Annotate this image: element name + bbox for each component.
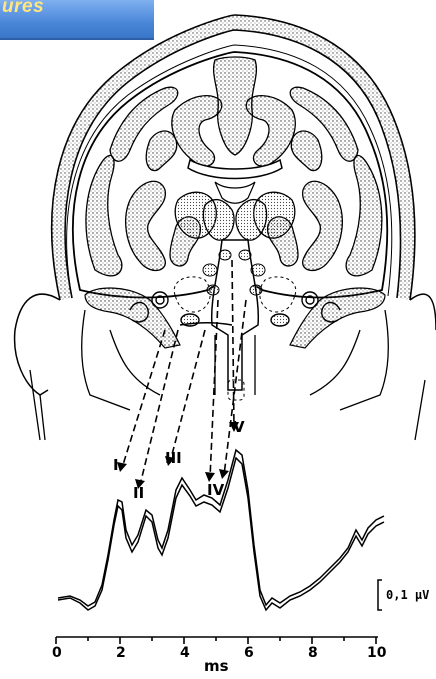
tick-label-8: 8	[308, 645, 318, 661]
ear-left	[15, 294, 60, 395]
wave-label-iv: IV	[207, 481, 224, 499]
ear-right	[410, 294, 436, 330]
tick-label-0: 0	[52, 645, 62, 661]
tick-label-10: 10	[367, 645, 386, 661]
scale-label: 0,1 μV	[386, 588, 429, 602]
wave-label-ii: II	[133, 484, 144, 502]
x-axis	[56, 637, 378, 644]
wave-label-v: V	[233, 418, 245, 436]
tick-label-2: 2	[116, 645, 126, 661]
wave-label-iii: III	[165, 449, 182, 467]
wave-label-i: I	[113, 456, 119, 474]
brainstem	[212, 240, 259, 390]
scale-bar	[378, 580, 382, 610]
tick-label-4: 4	[180, 645, 190, 661]
tick-label-6: 6	[244, 645, 254, 661]
axis-unit-label: ms	[204, 657, 229, 675]
